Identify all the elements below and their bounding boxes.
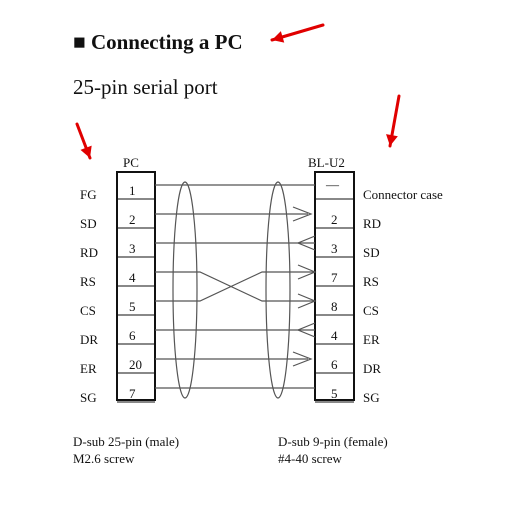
right-pin-number: 6 <box>331 357 338 372</box>
left-pin-number: 4 <box>129 270 136 285</box>
left-signal-label: RD <box>80 245 98 260</box>
right-signal-label: CS <box>363 303 379 318</box>
right-pin-number: 4 <box>331 328 338 343</box>
right-connector-type: D-sub 9-pin (female) <box>278 434 388 449</box>
left-pin-number: 3 <box>129 241 136 256</box>
right-pin-number: 3 <box>331 241 338 256</box>
left-signal-label: ER <box>80 361 97 376</box>
wire-arrowhead <box>296 235 316 251</box>
right-pin-number: 2 <box>331 212 338 227</box>
wire-cs-rs <box>155 271 315 302</box>
cable-shield-right <box>265 181 291 399</box>
wire-arrowhead <box>292 206 313 222</box>
page-title: ■ Connecting a PC <box>73 30 243 55</box>
wire-arrowhead <box>292 351 313 367</box>
left-signal-label: SG <box>80 390 97 405</box>
left-connector-type: D-sub 25-pin (male) <box>73 434 180 449</box>
right-connector-name: BL-U2 <box>308 155 345 170</box>
right-pin-number: 5 <box>331 386 338 401</box>
left-connector-screw: M2.6 screw <box>73 451 135 466</box>
wire-arrowhead <box>297 264 317 280</box>
page-subtitle: 25-pin serial port <box>73 75 218 99</box>
red-arrow-pc-head <box>80 145 92 158</box>
left-pin-number: 20 <box>129 357 142 372</box>
cable-shield-left <box>172 181 198 399</box>
left-signal-label: FG <box>80 187 97 202</box>
left-connector-footer: D-sub 25-pin (male) M2.6 screw <box>73 433 179 467</box>
right-pin-number: — <box>325 177 340 192</box>
right-connector-footer: D-sub 9-pin (female) #4-40 screw <box>278 433 388 467</box>
right-connector-screw: #4-40 screw <box>278 451 342 466</box>
left-signal-label: CS <box>80 303 96 318</box>
bullet-icon: ■ <box>73 30 86 54</box>
wire-arrowhead <box>297 293 317 309</box>
right-signal-label: RS <box>363 274 379 289</box>
left-pin-number: 7 <box>129 386 136 401</box>
left-signal-label: DR <box>80 332 98 347</box>
right-pin-number: 7 <box>331 270 338 285</box>
right-signal-label: DR <box>363 361 381 376</box>
right-signal-label: Connector case <box>363 187 443 202</box>
right-signal-label: RD <box>363 216 381 231</box>
right-signal-label: ER <box>363 332 380 347</box>
page-title-text: Connecting a PC <box>90 30 243 54</box>
right-signal-label: SD <box>363 245 380 260</box>
left-pin-number: 6 <box>129 328 136 343</box>
left-signal-label: RS <box>80 274 96 289</box>
left-pin-number: 5 <box>129 299 136 314</box>
wire-rs-cs <box>155 271 315 302</box>
left-pin-number: 2 <box>129 212 136 227</box>
left-pin-number: 1 <box>129 183 136 198</box>
left-connector-name: PC <box>123 155 139 170</box>
wire-arrowhead <box>296 322 316 338</box>
left-signal-label: SD <box>80 216 97 231</box>
red-arrow-blu2-head <box>386 134 398 146</box>
red-arrow-title-head <box>272 31 285 43</box>
right-pin-number: 8 <box>331 299 338 314</box>
right-signal-label: SG <box>363 390 380 405</box>
